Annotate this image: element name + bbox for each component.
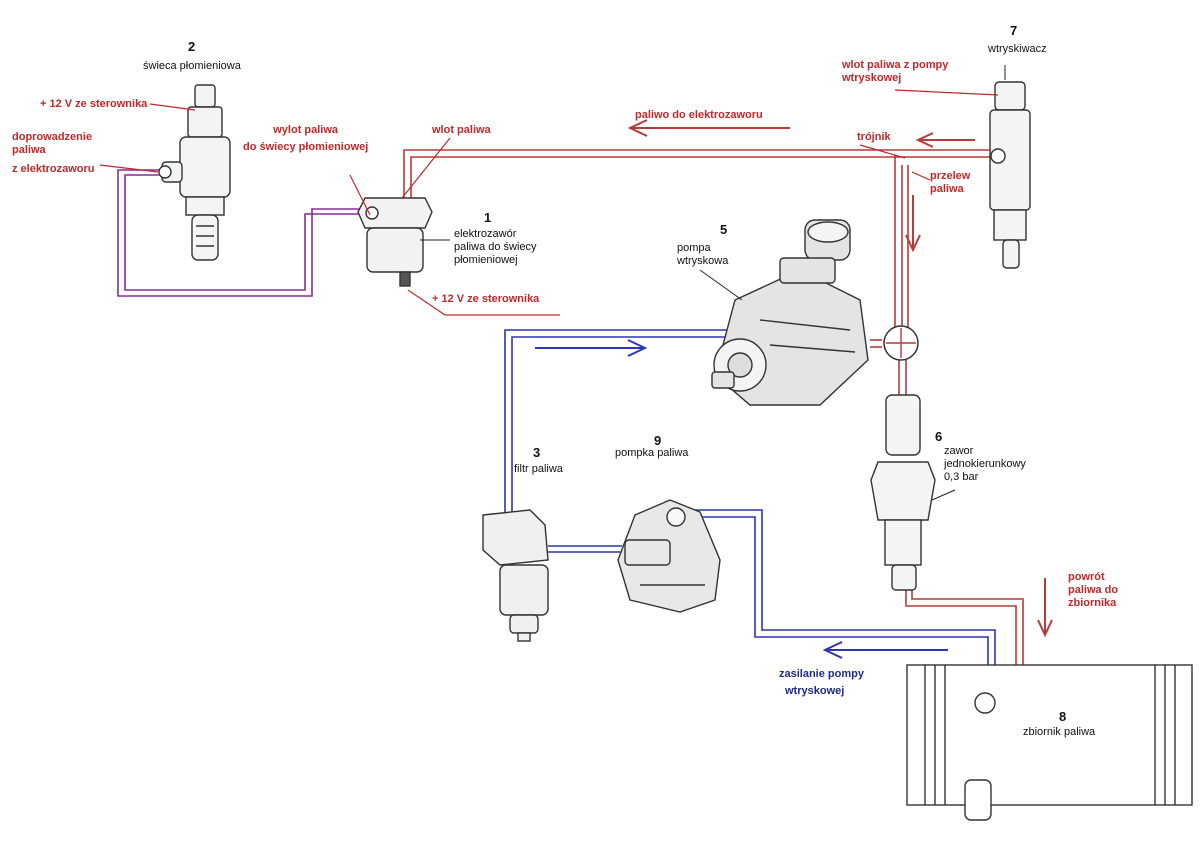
component-7-label: wtryskiwacz xyxy=(988,43,1047,55)
injector-drawing xyxy=(989,81,1031,269)
arrow-red-left-top xyxy=(627,119,790,137)
injection-pump-drawing xyxy=(711,219,869,406)
line-overflow-red xyxy=(870,155,909,400)
check-valve-drawing xyxy=(870,394,936,591)
component-3-label: filtr paliwa xyxy=(514,463,563,475)
annotation-pointers xyxy=(99,89,999,316)
component-2-number: 2 xyxy=(188,39,196,54)
component-2-label: świeca płomieniowa xyxy=(143,60,241,72)
leader-lines xyxy=(420,65,1006,501)
line-valve-to-glowplug xyxy=(117,169,365,297)
arrow-red-down-przelew xyxy=(905,195,921,253)
annotation-paliwo-do-elektrozaworu: paliwo do elektrozaworu xyxy=(635,109,763,121)
component-1-number: 1 xyxy=(484,210,492,225)
fuel-tank-drawing xyxy=(906,664,1193,821)
annotation-przelew: przelew paliwa xyxy=(930,170,971,195)
arrow-blue-left xyxy=(822,641,948,659)
line-pump-to-tank-blue xyxy=(680,509,996,690)
annotation-trojnik: trójnik xyxy=(857,131,891,143)
annotation-wylot: wylot paliwa do świecy płomieniowej xyxy=(243,124,369,153)
line-to-valve-red xyxy=(403,149,992,200)
annotation-plus12-bottom: + 12 V ze sterownika xyxy=(432,293,540,305)
arrow-blue-right xyxy=(535,339,648,357)
glow-plug-drawing xyxy=(158,84,231,261)
component-9-number: 9 xyxy=(654,433,662,448)
line-supply-blue-top xyxy=(504,329,745,520)
arrow-red-left-trojnik xyxy=(915,132,975,148)
component-3-number: 3 xyxy=(533,445,541,460)
component-6-number: 6 xyxy=(935,429,943,444)
component-1-label: elektrozawór paliwa do świecy płomieniow… xyxy=(454,228,537,266)
line-filter-to-pump-blue xyxy=(548,545,622,553)
component-8-label: zbiornik paliwa xyxy=(1023,726,1096,738)
component-6-label: zawor jednokierunkowy 0,3 bar xyxy=(944,445,1026,483)
component-8-number: 8 xyxy=(1059,709,1067,724)
component-7-number: 7 xyxy=(1010,23,1018,38)
annotation-powrot: powrót paliwa do zbiornika xyxy=(1068,571,1119,609)
component-5-label: pompa wtryskowa xyxy=(677,242,729,267)
annotation-wlot: wlot paliwa xyxy=(432,124,491,136)
line-return-red xyxy=(905,588,1024,690)
annotation-wlot-z-pompy: wlot paliwa z pompy wtryskowej xyxy=(842,59,949,84)
annotation-doprowadzenie: doprowadzenie paliwa z elektrozaworu xyxy=(12,131,95,175)
solenoid-valve-drawing xyxy=(357,197,433,287)
component-9-label: pompka paliwa xyxy=(615,447,689,459)
component-5-number: 5 xyxy=(720,222,728,237)
annotation-zasilanie: zasilanie pompy wtryskowej xyxy=(779,668,864,697)
fuel-pump-drawing xyxy=(617,499,721,613)
annotation-plus12-top: + 12 V ze sterownika xyxy=(40,98,148,110)
arrow-red-down-powrot xyxy=(1037,578,1053,638)
fuel-filter-drawing xyxy=(482,509,549,642)
